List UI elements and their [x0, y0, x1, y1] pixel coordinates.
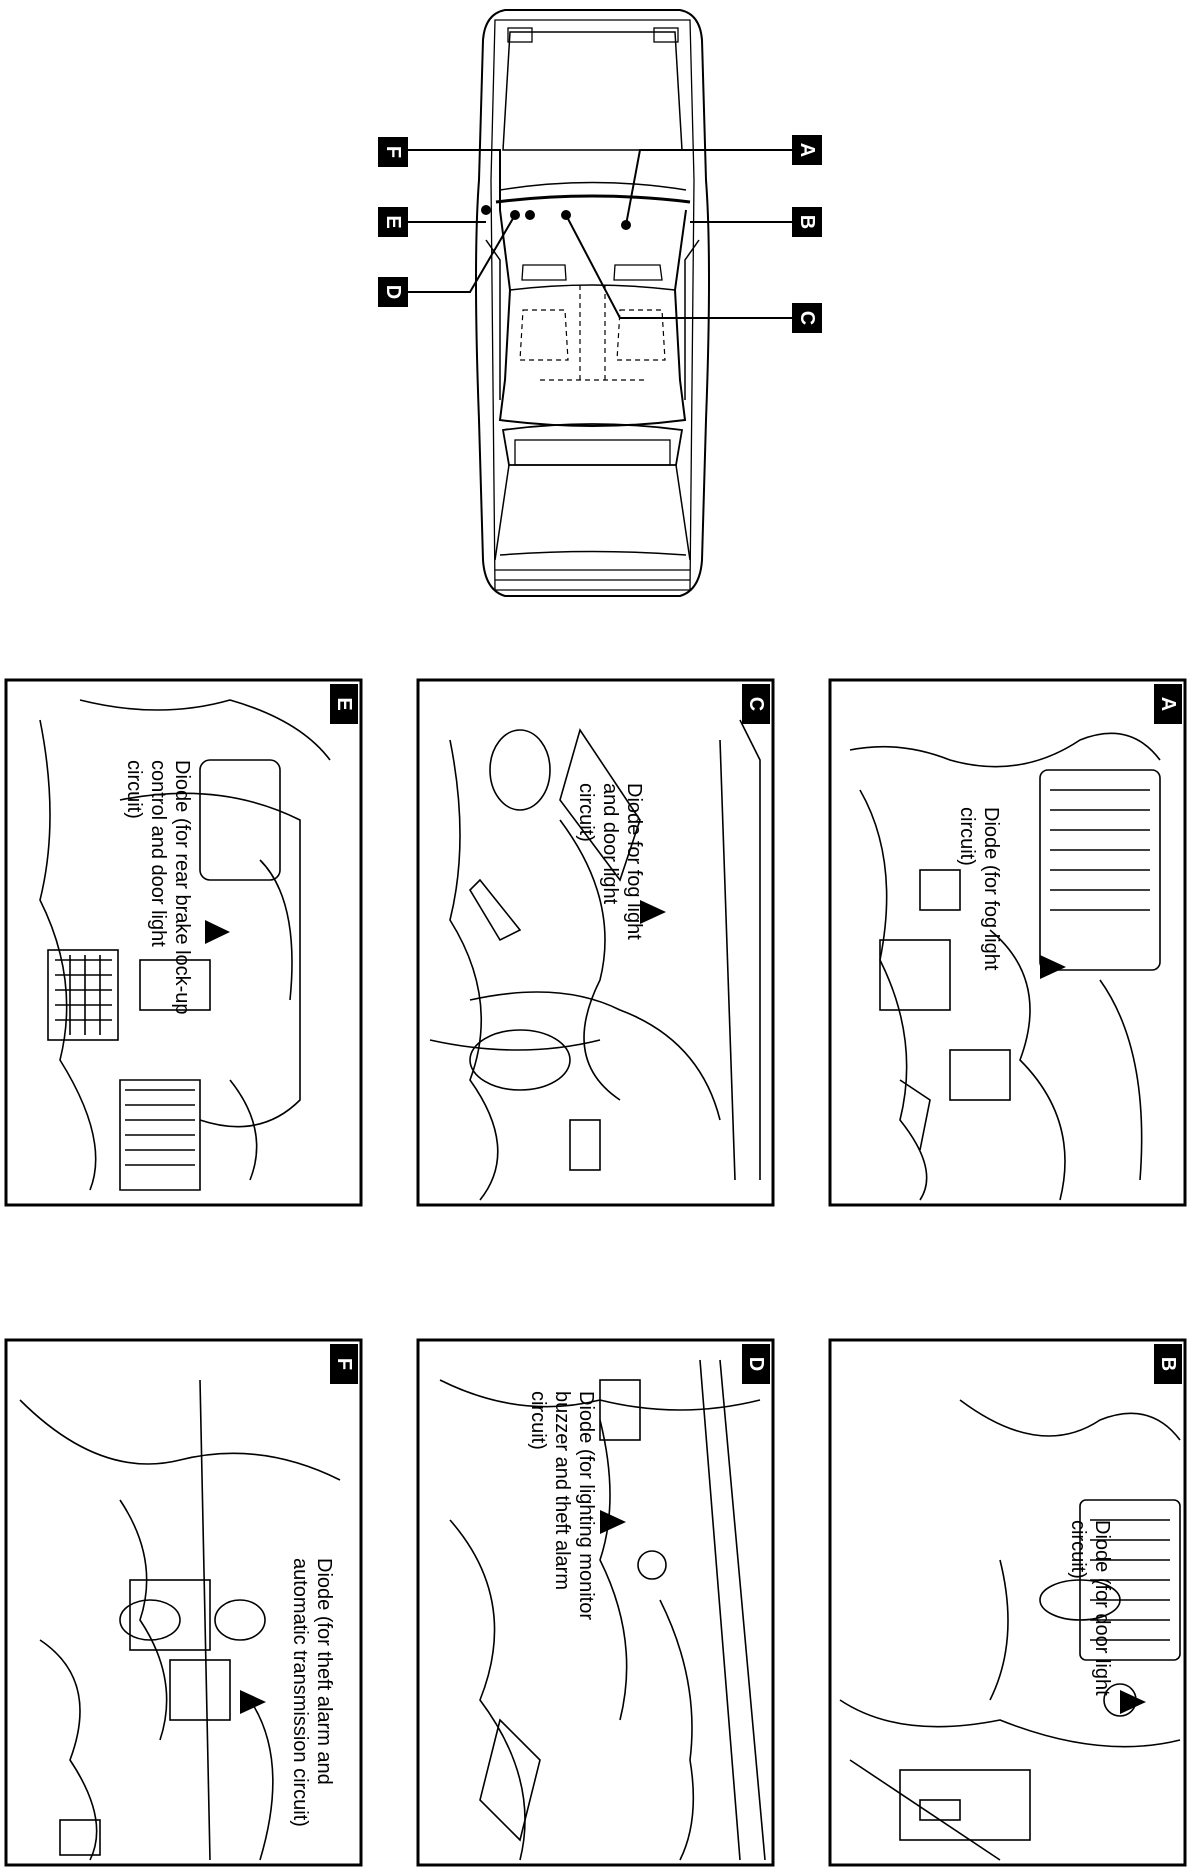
- callout-letter-e: E: [382, 215, 404, 228]
- car-top-view: [475, 9, 710, 597]
- panel-b-caption-line1: Diode (for door light: [1091, 1520, 1113, 1696]
- panel-c-letter: C: [745, 697, 767, 711]
- callout-letter-c: C: [796, 311, 818, 325]
- panel-c: C Diode for fog light and door light cir…: [416, 678, 775, 1207]
- panel-d-caption-line3: circuit): [527, 1391, 549, 1450]
- panel-b-letter: B: [1157, 1357, 1179, 1371]
- callout-f: F: [378, 137, 408, 167]
- callout-b: B: [792, 207, 822, 237]
- callout-labels: F E D A B C: [378, 135, 822, 333]
- panel-d-caption-line2: buzzer and theft alarm: [551, 1391, 573, 1590]
- callout-d: D: [378, 277, 408, 307]
- callout-letter-f: F: [382, 146, 404, 158]
- callout-letter-b: B: [796, 215, 818, 229]
- callout-a: A: [792, 135, 822, 165]
- panel-b-caption: Diode (for door light circuit): [1067, 1520, 1113, 1701]
- panel-a: A Diode (for fog light circuit): [828, 678, 1187, 1207]
- panel-d-caption: Diode (for lighting monitor buzzer and t…: [527, 1391, 597, 1626]
- panel-e: E Diode (for rear brake lock-up control …: [4, 678, 363, 1207]
- panel-c-caption-line3: circuit): [575, 783, 597, 842]
- panel-e-caption-line1: Diode (for rear brake lock-up: [171, 760, 193, 1015]
- callout-e: E: [378, 207, 408, 237]
- panel-a-caption-line2: circuit): [956, 807, 978, 866]
- panel-d-caption-line1: Diode (for lighting monitor: [575, 1391, 597, 1620]
- panel-e-caption-line2: control and door light: [147, 760, 169, 947]
- panel-f: F Diode (for theft alarm and automatic t…: [4, 1338, 363, 1867]
- panel-e-caption: Diode (for rear brake lock-up control an…: [123, 760, 193, 1020]
- panel-c-caption-line1: Diode for fog light: [623, 783, 645, 940]
- panel-f-letter: F: [333, 1358, 355, 1370]
- panel-c-caption: Diode for fog light and door light circu…: [575, 783, 645, 945]
- callout-letter-d: D: [382, 285, 404, 299]
- panel-d-letter: D: [745, 1357, 767, 1371]
- panel-f-caption-line1: Diode (for theft alarm and: [313, 1558, 335, 1785]
- panel-f-caption-line2: automatic transmission circuit): [289, 1558, 311, 1827]
- panel-b: B Diode (for door light circuit): [828, 1338, 1187, 1867]
- callout-leaders: [408, 149, 792, 319]
- callout-letter-a: A: [796, 143, 818, 157]
- panel-f-caption: Diode (for theft alarm and automatic tra…: [289, 1558, 335, 1827]
- panel-c-caption-line2: and door light: [599, 783, 621, 905]
- panel-e-caption-line3: circuit): [123, 760, 145, 819]
- panel-a-letter: A: [1157, 697, 1179, 711]
- callout-c: C: [792, 303, 822, 333]
- panel-e-letter: E: [333, 697, 355, 710]
- panel-d: D Diode (for lighting monitor buzzer and…: [416, 1338, 775, 1867]
- panel-b-caption-line2: circuit): [1067, 1520, 1089, 1579]
- panel-a-caption-line1: Diode (for fog light: [980, 807, 1002, 971]
- panel-a-caption: Diode (for fog light circuit): [956, 807, 1002, 976]
